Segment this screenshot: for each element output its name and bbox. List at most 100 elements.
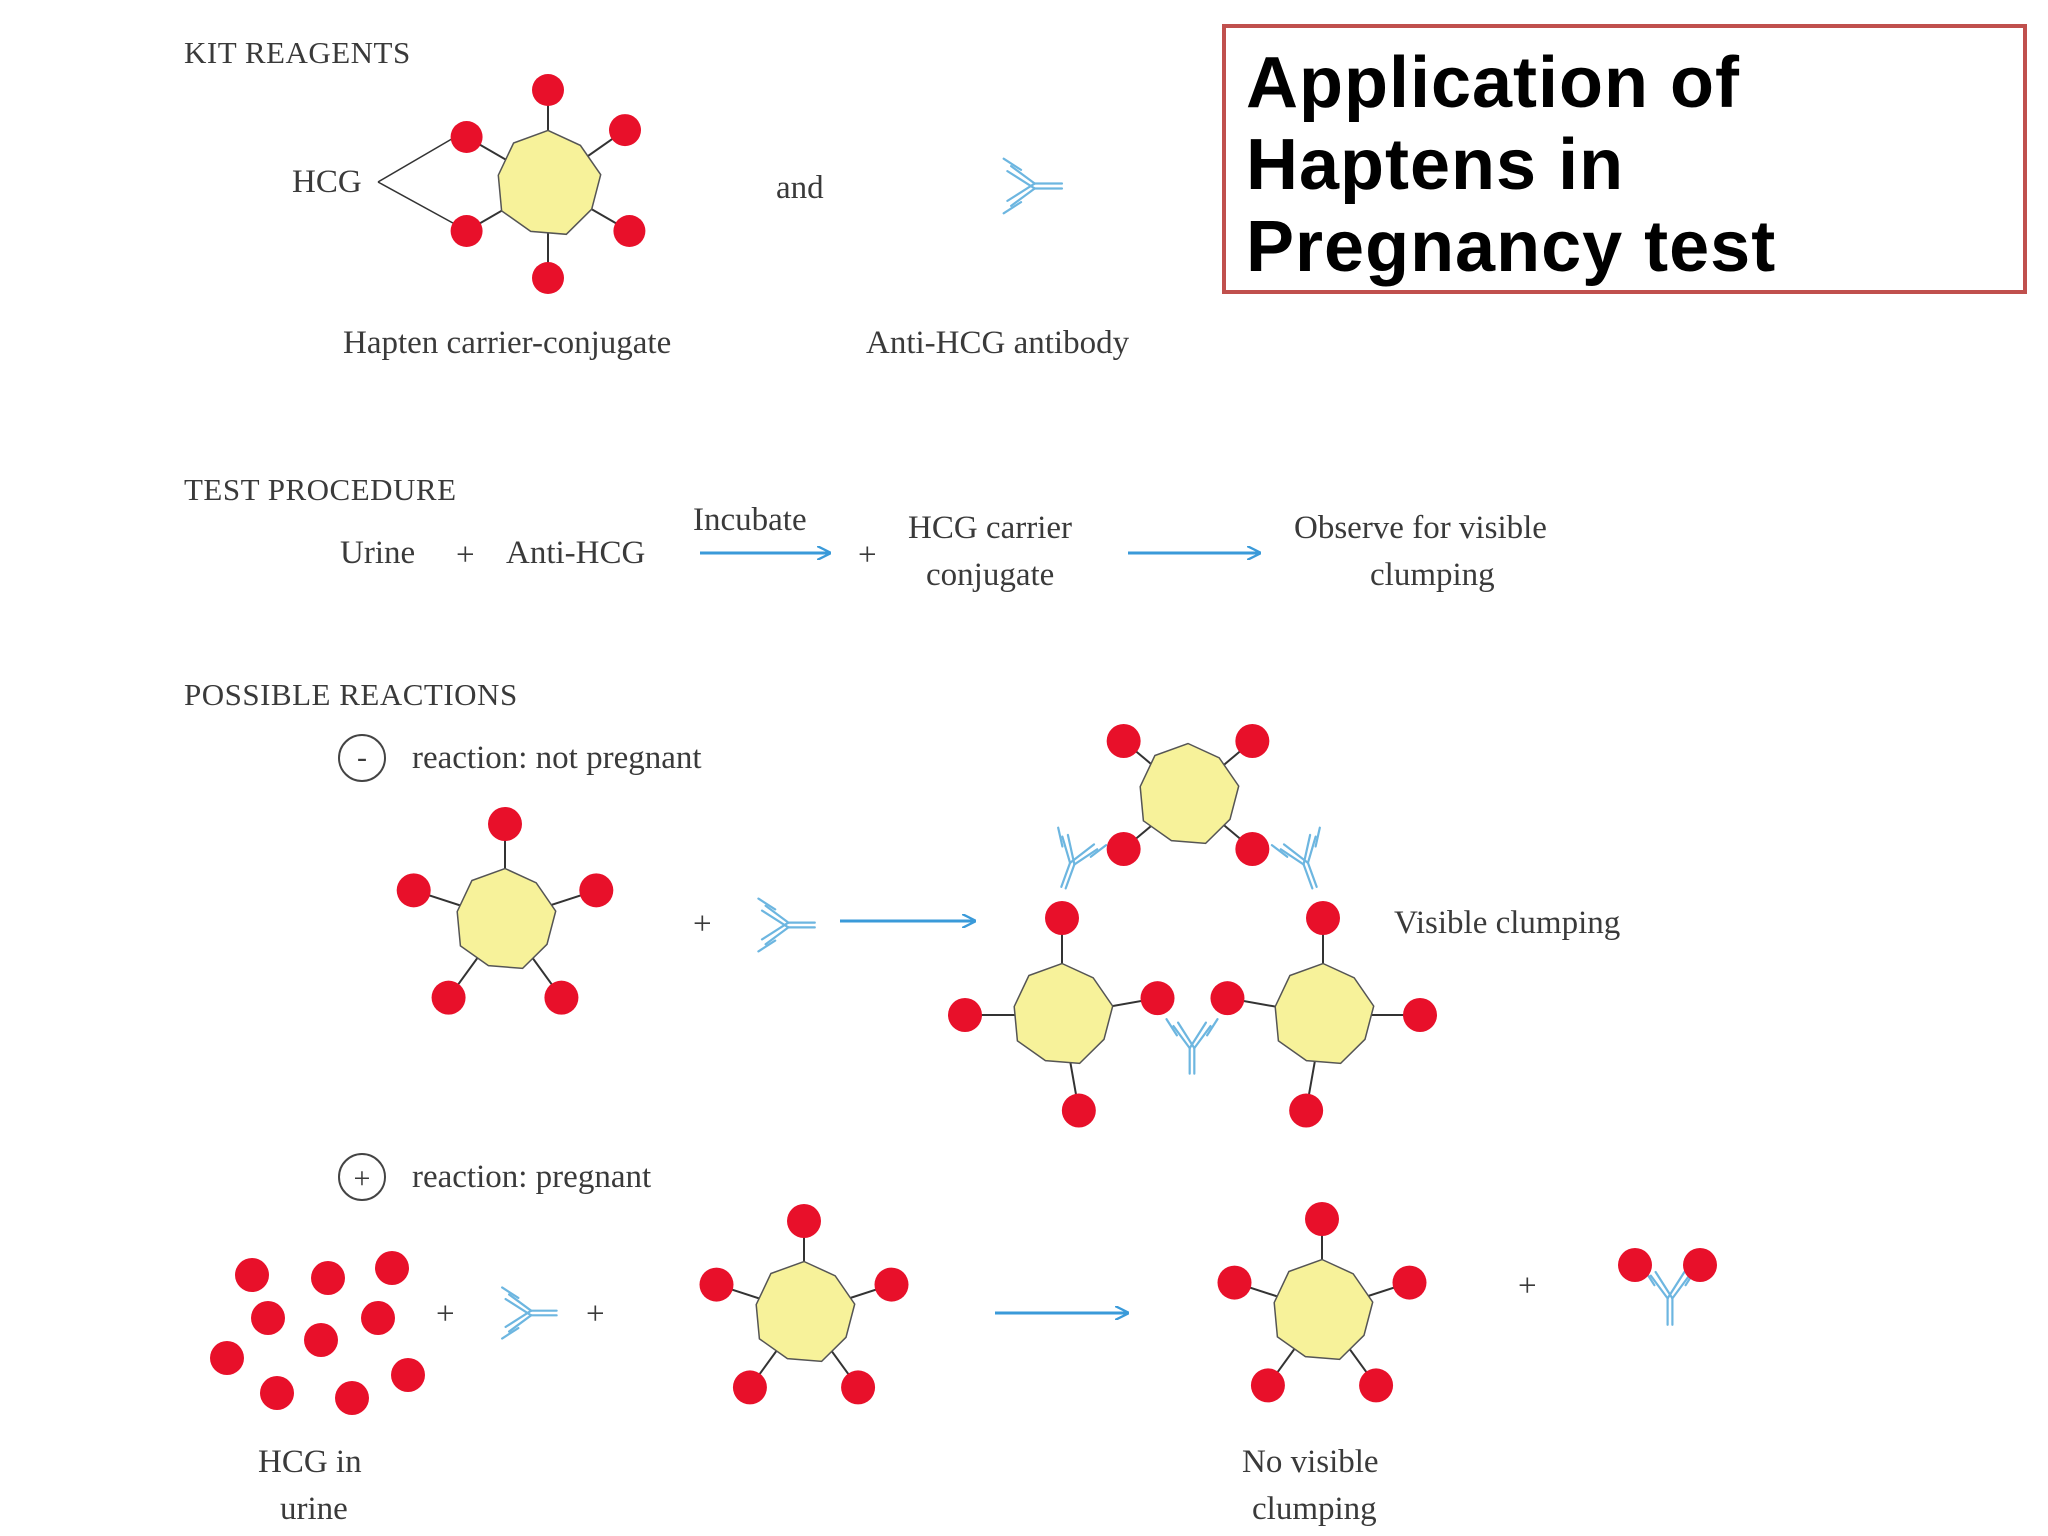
hapten-dot: [1403, 998, 1437, 1032]
hcg-particle: [235, 1258, 269, 1292]
hcg-particle: [251, 1301, 285, 1335]
hapten-dot: [948, 998, 982, 1032]
antibody-arm-left: [1061, 833, 1076, 866]
hcg-particle: [361, 1301, 395, 1335]
observe-label-1: Observe for visible: [1294, 510, 1547, 546]
carrier-protein: [456, 867, 557, 970]
bound-hcg-dot-left: [1618, 1248, 1652, 1282]
antibody-stem: [1188, 1047, 1196, 1075]
hapten-dot: [1305, 1202, 1339, 1236]
antibody-arm-right: [1006, 165, 1036, 190]
carrier-protein: [1273, 1258, 1374, 1361]
antibody-stem: [530, 1309, 558, 1317]
hapten-dot: [1106, 724, 1141, 759]
no-visible-clumping-label-2: clumping: [1252, 1491, 1377, 1527]
negative-reaction-label: reaction: not pregnant: [412, 740, 702, 776]
antibody-icon-negative: [757, 897, 816, 953]
antibody-arm-right: [1666, 1270, 1691, 1300]
antibody-arm-right: [760, 904, 790, 929]
antibody-icon-clump-right: [1270, 826, 1321, 890]
plus-sign-positive-3: +: [1518, 1268, 1537, 1304]
plus-sign-procedure-2: +: [858, 537, 877, 573]
negative-symbol: -: [357, 741, 367, 774]
hcg-particle: [335, 1381, 369, 1415]
carrier-protein: [755, 1260, 856, 1363]
negative-circle-icon: [338, 734, 386, 782]
carrier-protein: [1274, 962, 1375, 1065]
conjugate-molecule-result: [1217, 1202, 1427, 1403]
hcg-in-urine-label-1: HCG in: [258, 1444, 362, 1480]
hapten-dot: [1045, 901, 1079, 935]
hcg-particle: [210, 1341, 244, 1375]
conjugate-molecule-positive: [699, 1204, 909, 1405]
antibody-caption: Anti-HCG antibody: [866, 325, 1130, 361]
antibody-arm-right: [1302, 833, 1317, 866]
antibody-stem: [1302, 861, 1318, 890]
hcg-particle: [391, 1358, 425, 1392]
conjugate-caption: Hapten carrier-conjugate: [343, 325, 671, 361]
positive-reaction-label: reaction: pregnant: [412, 1159, 651, 1195]
hapten-dot: [1306, 901, 1340, 935]
hapten-dot: [1235, 831, 1270, 866]
antibody-icon-clump-bottom: [1165, 1018, 1219, 1075]
antibody-light-chains: [501, 1286, 520, 1340]
hapten-dot: [532, 262, 564, 294]
urine-label: Urine: [340, 535, 415, 571]
plus-sign-positive-2: +: [586, 1296, 605, 1332]
positive-symbol: +: [354, 1162, 371, 1195]
antibody-light-chains: [1270, 826, 1321, 858]
title-line-3: Pregnancy test: [1246, 207, 1777, 287]
hcg-in-urine-label-2: urine: [280, 1491, 348, 1527]
clump-molecule-left: [948, 901, 1175, 1128]
antibody-arm-right: [1068, 843, 1099, 866]
hcg-particle: [260, 1376, 294, 1410]
hapten-dot: [732, 1370, 767, 1405]
hcg-carrier-label-1: HCG carrier: [908, 510, 1072, 546]
carrier-protein: [1139, 742, 1240, 845]
antibody-stem: [1666, 1297, 1674, 1326]
title-line-1: Application of: [1246, 43, 1740, 123]
antibody-light-chains: [1002, 157, 1023, 215]
antibody-icon-clump-left: [1057, 826, 1108, 890]
antibody-icon-positive: [501, 1286, 558, 1340]
hapten-dot: [450, 215, 483, 247]
conjugate-molecule-negative: [396, 807, 614, 1015]
clump-molecule-top: [1106, 724, 1270, 866]
antibody-stem: [1033, 182, 1064, 190]
hapten-dot: [787, 1204, 821, 1238]
antibody-arm-right: [1188, 1021, 1212, 1050]
hapten-dot: [544, 980, 579, 1015]
conjugate-molecule-kit: [450, 74, 646, 294]
antibody-arm-right: [504, 1293, 533, 1317]
antibody-light-chains: [1165, 1018, 1219, 1037]
hapten-dot: [613, 215, 646, 247]
bound-hcg-dot-right: [1683, 1248, 1717, 1282]
observe-label-2: clumping: [1370, 557, 1495, 593]
free-hcg-particles: [210, 1251, 425, 1415]
hapten-dot: [1392, 1265, 1427, 1300]
hapten-dot: [1359, 1368, 1394, 1403]
plus-sign-procedure-1: +: [456, 537, 475, 573]
title-line-2: Haptens in: [1246, 125, 1625, 205]
clump-molecule-right: [1210, 901, 1437, 1128]
visible-clumping-label: Visible clumping: [1394, 905, 1620, 941]
plus-sign-positive-1: +: [436, 1296, 455, 1332]
anti-hcg-label: Anti-HCG: [506, 535, 645, 571]
hapten-dot: [699, 1267, 734, 1302]
no-visible-clumping-label-1: No visible: [1242, 1444, 1379, 1480]
hcg-carrier-label-2: conjugate: [926, 557, 1054, 593]
hapten-dot: [1140, 981, 1175, 1016]
hapten-dot: [450, 121, 483, 153]
hcg-particle: [375, 1251, 409, 1285]
antibody-light-chains: [1057, 826, 1108, 858]
hapten-dot: [609, 114, 642, 147]
hapten-dot: [1250, 1368, 1285, 1403]
hapten-dot: [1235, 724, 1270, 759]
hapten-dot: [488, 807, 522, 841]
antibody-stem: [1060, 861, 1076, 890]
incubate-label: Incubate: [693, 502, 807, 538]
possible-reactions-header: POSSIBLE REACTIONS: [184, 677, 518, 712]
antibody-icon-kit: [1002, 157, 1064, 215]
carrier-protein: [497, 129, 602, 236]
hcg-pointer-lines: [377, 132, 463, 229]
